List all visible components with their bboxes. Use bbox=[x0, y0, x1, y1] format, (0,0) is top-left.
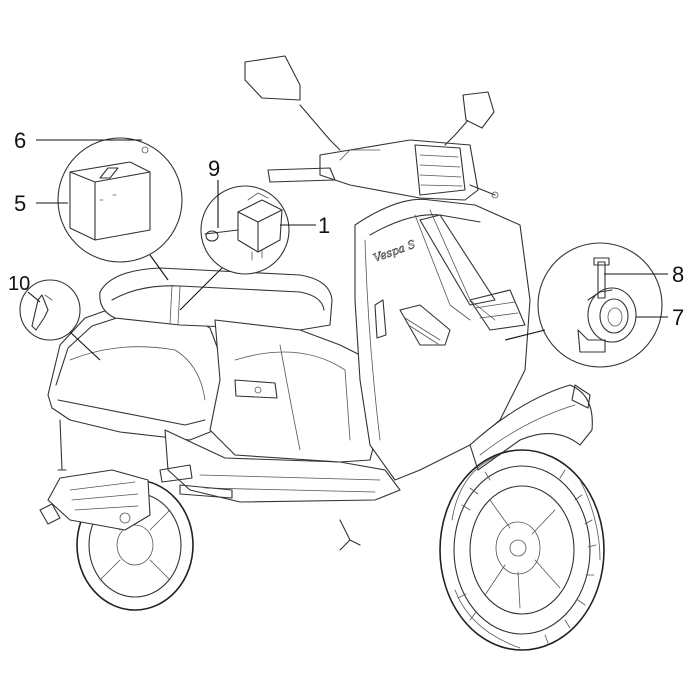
center-body bbox=[209, 319, 381, 463]
callout-numbers: 6 5 9 1 10 8 7 bbox=[8, 128, 684, 330]
callout-7: 7 bbox=[672, 305, 684, 330]
seat bbox=[99, 267, 333, 331]
legshield bbox=[354, 198, 531, 481]
scooter-drawing: Vespa S bbox=[39, 55, 605, 651]
front-fender bbox=[469, 384, 593, 471]
callout-1: 1 bbox=[318, 213, 330, 238]
callout-8: 8 bbox=[672, 262, 684, 287]
bracket-detail bbox=[19, 279, 101, 361]
callout-10: 10 bbox=[8, 273, 30, 295]
callout-5: 5 bbox=[14, 191, 26, 216]
handlebar-assembly bbox=[244, 55, 499, 201]
floorboard bbox=[159, 429, 401, 503]
leader-lines bbox=[27, 139, 668, 318]
exhaust bbox=[39, 469, 151, 531]
callout-9: 9 bbox=[208, 156, 220, 181]
front-wheel bbox=[439, 449, 605, 651]
stand bbox=[57, 419, 361, 551]
callout-6: 6 bbox=[14, 128, 26, 153]
relay-detail bbox=[179, 185, 290, 311]
battery-detail bbox=[57, 137, 183, 281]
